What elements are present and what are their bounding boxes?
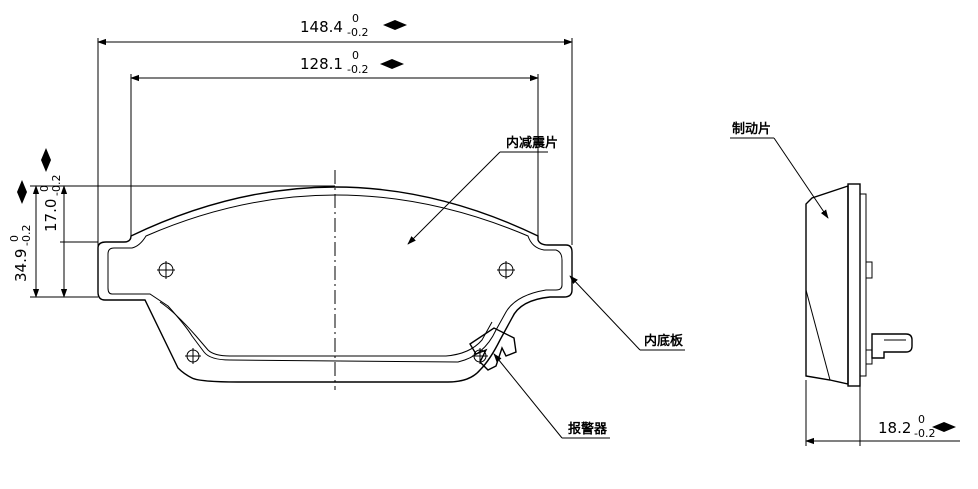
dim-inner-height-lower: -0.2 [50,175,63,196]
label-wear-indicator: 报警器 [568,421,608,437]
dim-inner-width-value: 128.1 [300,55,343,73]
backing-plate-side [847,183,861,387]
dim-inner-height [17,148,98,298]
dim-overall-width-lower: -0.2 [347,26,368,39]
pad-relief-outline [159,301,493,357]
dim-thickness-value: 18.2 [878,419,911,437]
leader-friction-pad [730,137,829,219]
dim-inner-height-value: 17.0 [42,199,60,232]
dim-total-height-upper: 0 [8,235,21,242]
dim-thickness [805,380,960,446]
friction-pad-outline [107,194,563,363]
dim-overall-width-value: 148.4 [300,18,343,36]
pad-front-view [97,170,573,390]
dim-overall-width-upper: 0 [352,12,359,25]
leader-wear-indicator [493,353,610,439]
label-damping-shim: 内减震片 [506,135,558,151]
wear-indicator-clip [469,327,517,371]
mounting-hole-right [497,261,515,279]
dim-total-height-value: 34.9 [12,249,30,282]
mounting-hole-bottom-left [185,348,201,364]
leader-backing-plate [569,275,685,351]
label-friction-pad: 制动片 [732,121,771,137]
leader-damping-shim [407,151,548,245]
dim-inner-width-lower: -0.2 [347,63,368,76]
dim-thickness-upper: 0 [918,413,925,426]
dim-thickness-lower: -0.2 [914,427,935,440]
wear-clip-side [871,333,913,359]
pad-side-view [805,183,913,387]
mounting-hole-left [157,261,175,279]
side-tab-upper [865,261,873,279]
dim-inner-width-upper: 0 [352,49,359,62]
label-backing-plate: 内底板 [644,333,684,349]
dim-overall-width [97,20,573,295]
dim-inner-height-upper: 0 [38,185,51,192]
dim-total-height-lower: -0.2 [20,225,33,246]
shim-side [860,193,867,377]
side-tab-lower [865,349,873,365]
dim-inner-width [130,59,539,236]
